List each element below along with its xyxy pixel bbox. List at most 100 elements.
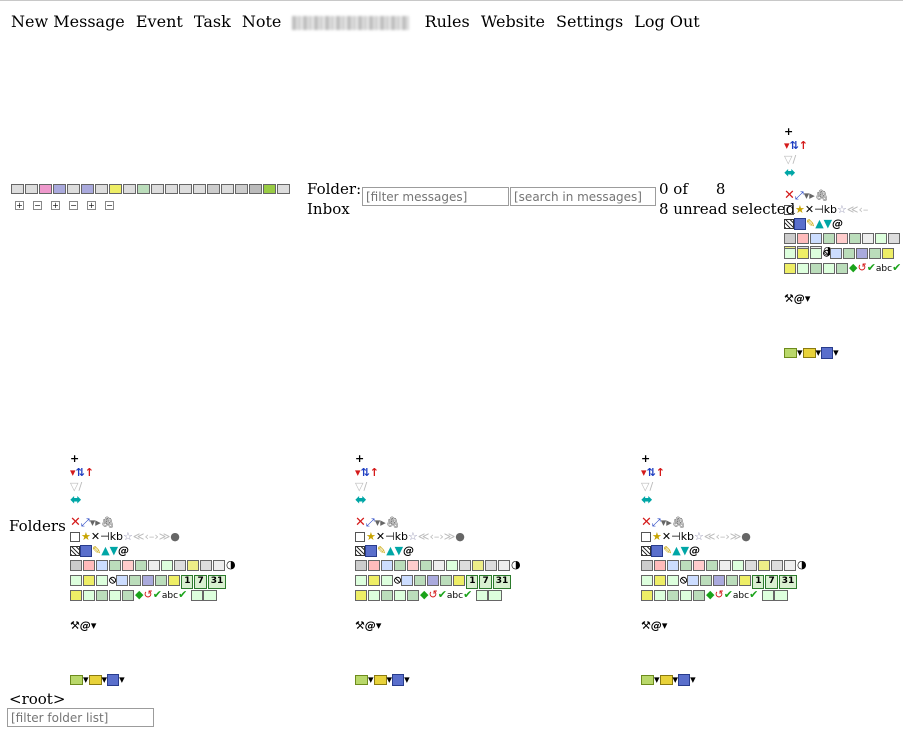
search-messages-input[interactable]: [510, 187, 656, 206]
action-icon[interactable]: [433, 559, 445, 571]
expand-icon[interactable]: [641, 532, 651, 542]
delete-icon[interactable]: ✕: [355, 515, 366, 530]
view-mode-icon[interactable]: [137, 183, 150, 194]
arrow-icon[interactable]: [394, 589, 406, 601]
tools-icon[interactable]: ⚒: [355, 619, 365, 632]
move-icon[interactable]: ⬌: [70, 492, 82, 508]
reply-all-icon[interactable]: ⤢: [794, 189, 804, 202]
check-icon[interactable]: ✔: [463, 588, 473, 601]
new-folder-icon[interactable]: [373, 675, 387, 685]
reply-all-icon[interactable]: ⤢: [651, 516, 661, 529]
edit-icon[interactable]: ✎: [377, 544, 387, 557]
action-icon[interactable]: [719, 559, 731, 571]
arrow-icon[interactable]: [836, 262, 848, 274]
mark-icon[interactable]: ✕⊣: [375, 530, 395, 543]
attachment-icon[interactable]: 🖇: [385, 516, 400, 529]
mail-action-icon[interactable]: [440, 574, 453, 586]
arrow-icon[interactable]: [96, 589, 108, 601]
size-icon[interactable]: kb: [680, 530, 695, 543]
view-mode-icon[interactable]: [11, 183, 24, 194]
folder-icon[interactable]: [784, 348, 797, 358]
expand-collapse-icon[interactable]: −: [33, 201, 42, 210]
user-icon[interactable]: ●: [455, 530, 465, 543]
action-icon[interactable]: [200, 559, 212, 571]
mark-icon[interactable]: ✕⊣: [804, 203, 824, 216]
view-mode-icon[interactable]: [39, 183, 52, 194]
arrow-icon[interactable]: [368, 589, 380, 601]
add-icon[interactable]: +: [784, 125, 794, 138]
mail-action-icon[interactable]: [116, 574, 129, 586]
mail-action-icon[interactable]: [843, 247, 856, 259]
action-icon[interactable]: [498, 559, 510, 571]
action-icon[interactable]: [849, 232, 861, 244]
view-mode-icon[interactable]: [207, 183, 220, 194]
block-icon[interactable]: ⦸: [109, 573, 117, 586]
action-icon[interactable]: [122, 559, 134, 571]
edit-icon[interactable]: ✎: [92, 544, 102, 557]
new-folder-icon[interactable]: [88, 675, 102, 685]
action-icon[interactable]: [459, 559, 471, 571]
star-icon[interactable]: ★: [652, 530, 662, 543]
action-icon[interactable]: [472, 559, 484, 571]
sort-icon[interactable]: ⇅: [646, 466, 656, 479]
action-icon[interactable]: [161, 559, 173, 571]
mail-action-icon[interactable]: [667, 574, 679, 586]
star-outline-icon[interactable]: ☆: [408, 530, 418, 543]
new-folder-icon[interactable]: [802, 348, 816, 358]
save-icon[interactable]: [794, 218, 806, 230]
reply-all-icon[interactable]: ⤢: [80, 516, 90, 529]
forward-icon[interactable]: [191, 589, 204, 601]
move-icon[interactable]: ⬌: [784, 165, 796, 181]
edit-icon[interactable]: ✎: [806, 217, 816, 230]
action-icon[interactable]: [706, 559, 718, 571]
info-icon[interactable]: ◑: [511, 558, 521, 571]
priority-icon[interactable]: ▲▼: [815, 217, 833, 230]
calendar-day-icon[interactable]: 1: [466, 575, 479, 589]
expand-collapse-icon[interactable]: −: [105, 201, 114, 210]
action-icon[interactable]: [174, 559, 186, 571]
info-icon[interactable]: ◑: [823, 244, 833, 257]
arrow-icon[interactable]: [407, 589, 419, 601]
move-icon[interactable]: ⬌: [355, 492, 367, 508]
view-mode-icon[interactable]: [151, 183, 164, 194]
undo-icon[interactable]: ↺: [143, 588, 153, 601]
undo-icon[interactable]: ↺: [857, 261, 867, 274]
spellcheck-icon[interactable]: abc: [732, 591, 750, 601]
mail-action-icon[interactable]: [368, 574, 380, 586]
flag-icon[interactable]: ▾▸: [803, 189, 815, 202]
mail-action-icon[interactable]: [856, 247, 869, 259]
arrow-icon[interactable]: [70, 589, 82, 601]
forward-icon[interactable]: [774, 589, 789, 601]
view-mode-icon[interactable]: [53, 183, 66, 194]
mail-action-icon[interactable]: [70, 574, 82, 586]
action-icon[interactable]: [836, 232, 848, 244]
arrow-icon[interactable]: [122, 589, 134, 601]
spellcheck-icon[interactable]: abc: [161, 591, 179, 601]
email-options-icon[interactable]: @▾: [650, 619, 668, 632]
mail-action-icon[interactable]: [142, 574, 155, 586]
view-mode-icon[interactable]: [81, 183, 94, 194]
attachment-icon[interactable]: 🖇: [671, 516, 686, 529]
diamond-icon[interactable]: ◆: [706, 588, 715, 601]
block-icon[interactable]: ⦸: [823, 246, 831, 259]
action-icon[interactable]: [96, 559, 108, 571]
attachment-icon[interactable]: 🖇: [100, 516, 115, 529]
mail-action-icon[interactable]: [355, 574, 367, 586]
calendar-month-icon[interactable]: 31: [492, 575, 512, 589]
action-icon[interactable]: [109, 559, 121, 571]
star-icon[interactable]: ★: [81, 530, 91, 543]
edit-icon[interactable]: ✎: [663, 544, 673, 557]
diamond-icon[interactable]: ◆: [420, 588, 429, 601]
view-mode-icon[interactable]: [221, 183, 234, 194]
sort-icon[interactable]: ⇅: [789, 139, 799, 152]
mail-action-icon[interactable]: [168, 574, 181, 586]
mail-action-icon[interactable]: [869, 247, 882, 259]
view-mode-icon[interactable]: [165, 183, 178, 194]
priority-icon[interactable]: ▲▼: [672, 544, 690, 557]
tools-icon[interactable]: ⚒: [784, 292, 794, 305]
mail-action-icon[interactable]: [739, 574, 752, 586]
check-icon[interactable]: ✔: [437, 588, 447, 601]
email-icon[interactable]: @: [689, 544, 701, 557]
mail-action-icon[interactable]: [641, 574, 653, 586]
arrow-icon[interactable]: [654, 589, 666, 601]
